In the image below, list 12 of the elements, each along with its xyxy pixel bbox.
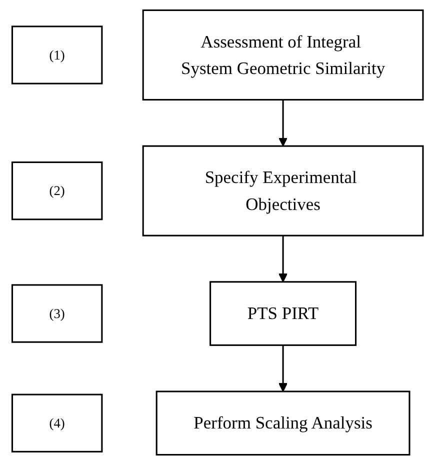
- node-box: [11, 284, 103, 343]
- node-box: [11, 394, 103, 452]
- node-box: [11, 26, 103, 84]
- node-box: [11, 162, 103, 220]
- node-box: [156, 390, 410, 456]
- node-box: [142, 145, 424, 236]
- arrow: [278, 236, 288, 282]
- flowchart: (1) Assessment of Integral System Geometric Similarity (2) Specify Experimental Objectives (3) PTS PIRT (4) Perform Scaling Analysis: [4, 2, 432, 463]
- arrow: [278, 100, 288, 146]
- node-box: [142, 9, 424, 101]
- node-box: [209, 281, 356, 346]
- arrow: [278, 345, 288, 392]
